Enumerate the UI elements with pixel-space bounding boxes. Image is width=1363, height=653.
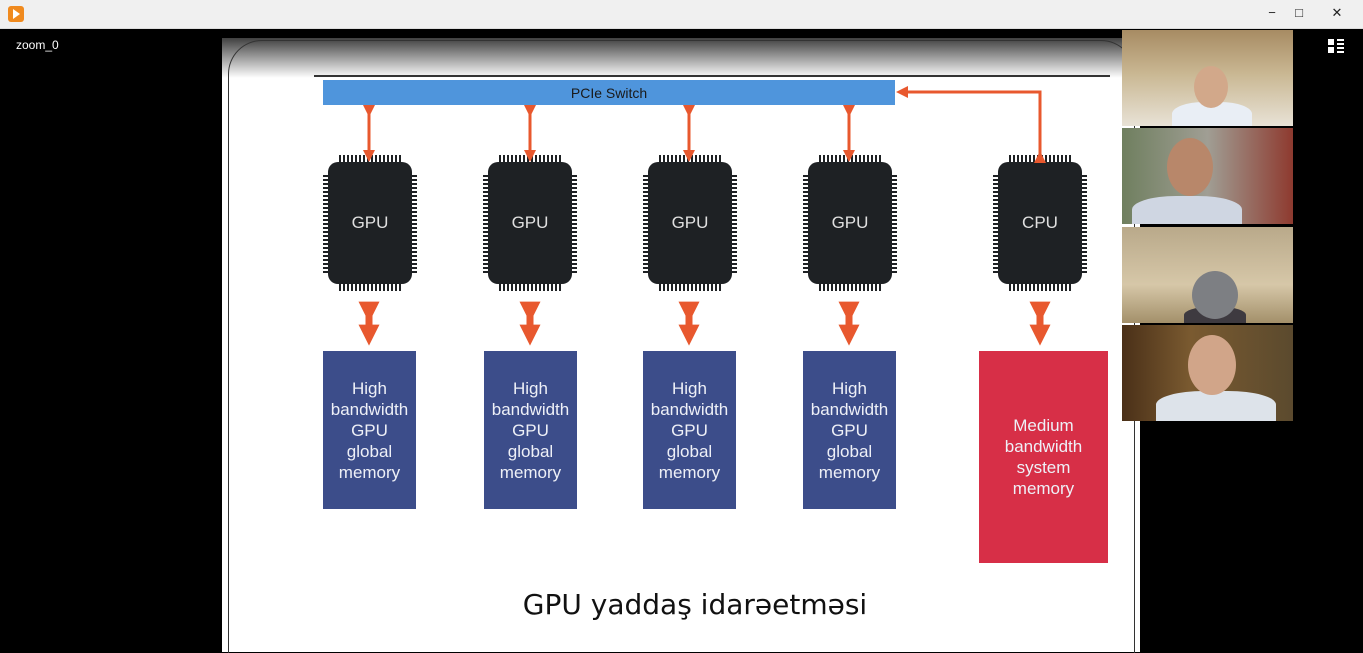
chip-label: GPU: [831, 213, 869, 232]
chip-label: GPU: [671, 213, 709, 232]
memory-line: memory: [1012, 479, 1075, 498]
memory-line: High: [352, 378, 387, 398]
memory-line: bandwidth: [330, 399, 409, 419]
participant-torso: [1156, 391, 1276, 421]
maximize-button[interactable]: □: [1295, 5, 1303, 20]
memory-line: bandwidth: [650, 399, 729, 419]
memory-line: memory: [338, 462, 401, 482]
memory-line: GPU: [831, 420, 868, 440]
memory-line: memory: [499, 462, 562, 482]
memory-line: Medium: [1013, 416, 1074, 435]
pcie-switch-bar: PCIe Switch: [323, 80, 895, 105]
slide-shade: [222, 38, 1140, 78]
gpu-chip-3: GPU: [643, 155, 737, 291]
chip-label: GPU: [351, 213, 389, 232]
chip-label: GPU: [511, 213, 549, 232]
window-titlebar: − □ ✕: [0, 0, 1363, 29]
participant-video-3[interactable]: [1122, 227, 1293, 323]
minimize-button[interactable]: −: [1268, 5, 1276, 20]
gpu-chip-1: GPU: [323, 155, 417, 291]
slide-top-rule: [314, 75, 1110, 77]
memory-line: bandwidth: [810, 399, 889, 419]
participant-video-2[interactable]: [1122, 128, 1293, 224]
memory-line: High: [832, 378, 867, 398]
memory-line: system: [1016, 458, 1071, 477]
memory-line: global: [507, 441, 554, 461]
system-memory-block: Medium bandwidth system memory: [979, 351, 1108, 563]
gpu-chip-4: GPU: [803, 155, 897, 291]
memory-line: bandwidth: [1004, 437, 1083, 456]
memory-line: High: [513, 378, 548, 398]
participant-head: [1194, 66, 1228, 108]
memory-line: memory: [658, 462, 721, 482]
memory-line: bandwidth: [491, 399, 570, 419]
memory-line: memory: [818, 462, 881, 482]
close-button[interactable]: ✕: [1331, 5, 1343, 20]
memory-line: global: [666, 441, 713, 461]
cpu-chip: CPU: [993, 155, 1087, 291]
participant-video-1[interactable]: [1122, 30, 1293, 126]
slide-caption: GPU yaddaş idarəetməsi: [522, 588, 868, 621]
speaker-view-icon[interactable]: [1327, 38, 1345, 54]
participant-head: [1167, 138, 1213, 196]
participant-head: [1192, 271, 1238, 319]
chip-label: CPU: [1022, 213, 1058, 232]
participant-video-4[interactable]: [1122, 325, 1293, 421]
zoom-app-icon[interactable]: [8, 6, 24, 22]
participant-torso: [1132, 196, 1242, 224]
memory-line: GPU: [351, 420, 388, 440]
window-label: zoom_0: [16, 38, 59, 52]
participant-head: [1188, 335, 1236, 395]
memory-line: High: [672, 378, 707, 398]
memory-line: global: [826, 441, 873, 461]
cpu-bus-arrow: [896, 86, 1046, 163]
memory-line: GPU: [671, 420, 708, 440]
memory-line: global: [346, 441, 393, 461]
gpu-chip-2: GPU: [483, 155, 577, 291]
memory-line: GPU: [512, 420, 549, 440]
